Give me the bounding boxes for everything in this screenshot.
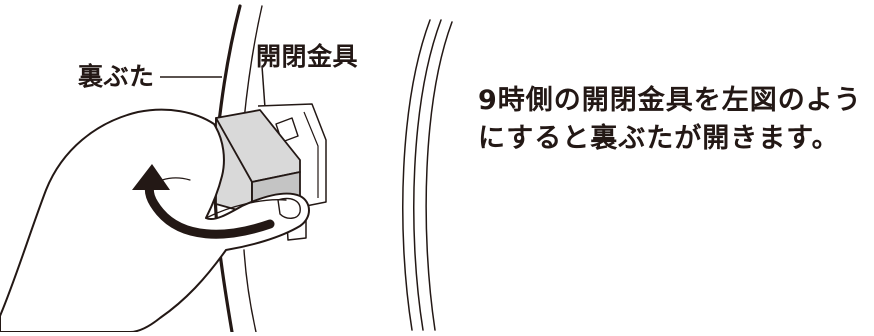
back-cover-label: 裏ぶた <box>78 62 155 91</box>
curved-arrow-icon <box>132 164 275 239</box>
case-edge-right <box>402 19 453 331</box>
instruction-line-2: にすると裏ぶたが開きます。 <box>478 123 840 154</box>
instruction-line-1: 9時側の開閉金具を左図のよう <box>478 85 862 116</box>
latch-label: 開閉金具 <box>256 42 359 71</box>
